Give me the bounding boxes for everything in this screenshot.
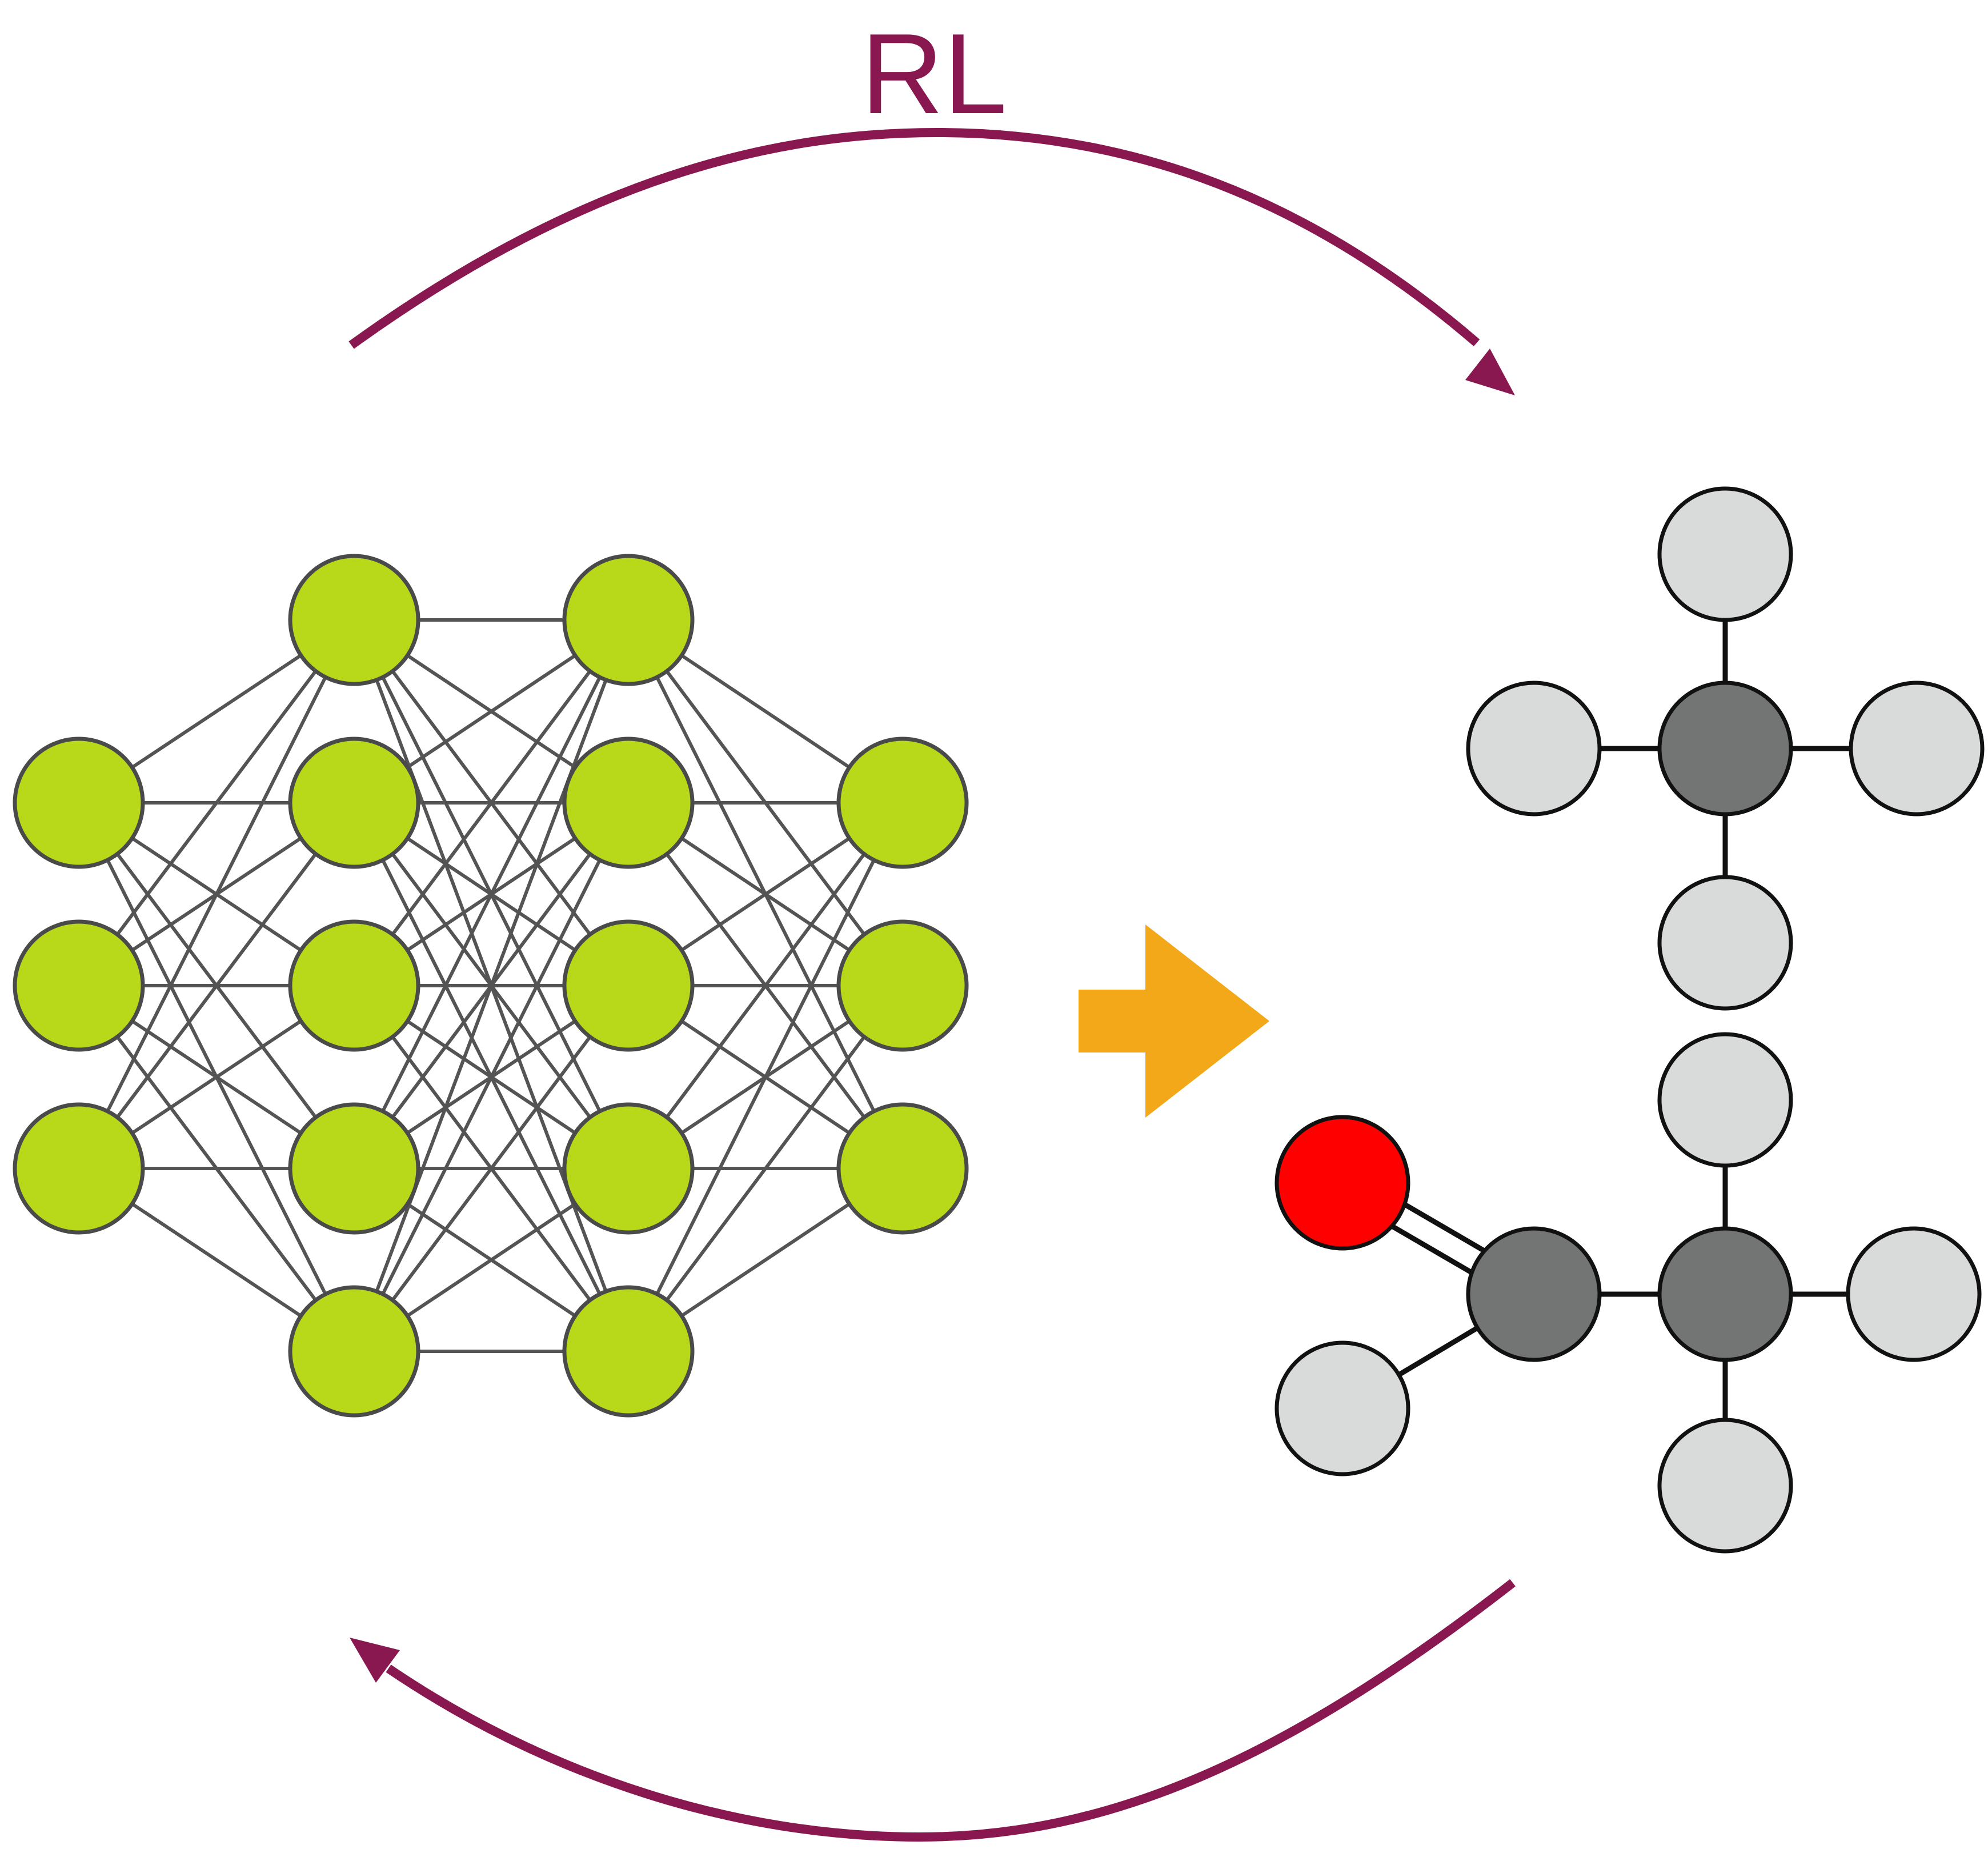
rl-arrow-top-head — [1465, 349, 1515, 395]
nn-node-l1-n4 — [288, 1285, 420, 1418]
nn-node-l2-n2 — [562, 919, 695, 1052]
nn-edge — [352, 802, 630, 1352]
nn-node-l3-n2 — [836, 1102, 969, 1235]
nn-node-l2-n1 — [562, 737, 695, 869]
atom-h-0 — [1657, 486, 1793, 622]
nn-edge — [627, 802, 904, 1352]
rl-arrow-bottom-head — [350, 1638, 400, 1683]
nn-edge — [352, 619, 630, 1170]
nn-node-l1-n1 — [288, 737, 420, 869]
nn-edge — [627, 802, 904, 1170]
nn-edge — [77, 619, 356, 1170]
nn-edge — [352, 619, 630, 987]
nn-node-l0-n2 — [13, 1102, 145, 1235]
nn-node-l3-n0 — [836, 737, 969, 869]
nn-node-l1-n3 — [288, 1102, 420, 1235]
nn-node-l3-n1 — [836, 919, 969, 1052]
atom-h-4 — [1657, 875, 1793, 1011]
nn-edge — [352, 619, 630, 1352]
rl-arrow-top — [348, 127, 1515, 395]
rl-arrow-top-arc — [348, 127, 1480, 349]
rl-arrow-bottom-arc — [386, 1579, 1516, 1842]
molecule-atoms — [1274, 486, 1985, 1554]
atom-h-5 — [1657, 1032, 1793, 1168]
neural-network — [13, 554, 969, 1418]
nn-node-l0-n0 — [13, 737, 145, 869]
nn-node-l1-n0 — [288, 554, 420, 686]
atom-h-9 — [1274, 1340, 1410, 1476]
neural-network-edges — [77, 618, 904, 1353]
nn-edge — [627, 984, 904, 1352]
nn-node-l2-n4 — [562, 1285, 695, 1418]
rl-arrow-bottom — [350, 1579, 1516, 1842]
atom-h-3 — [1849, 681, 1985, 817]
molecule-bonds — [1334, 554, 1917, 1486]
nn-node-l1-n2 — [288, 919, 420, 1052]
forward-arrow — [1079, 925, 1269, 1118]
nn-node-l2-n3 — [562, 1102, 695, 1235]
atom-c-7 — [1466, 1226, 1602, 1362]
atom-h-1 — [1466, 681, 1602, 817]
nn-edge — [352, 984, 630, 1352]
nn-edge — [77, 619, 356, 987]
nn-edge — [77, 802, 356, 1170]
atom-o-6 — [1274, 1115, 1410, 1251]
rl-label: RL — [861, 10, 1007, 138]
nn-node-l0-n1 — [13, 919, 145, 1052]
atom-c-8 — [1657, 1226, 1793, 1362]
atom-h-11 — [1657, 1418, 1793, 1554]
atom-h-10 — [1846, 1226, 1982, 1362]
neural-network-nodes — [13, 554, 969, 1418]
nn-node-l2-n0 — [562, 554, 695, 686]
atom-c-2 — [1657, 681, 1793, 817]
molecule — [1274, 486, 1985, 1554]
